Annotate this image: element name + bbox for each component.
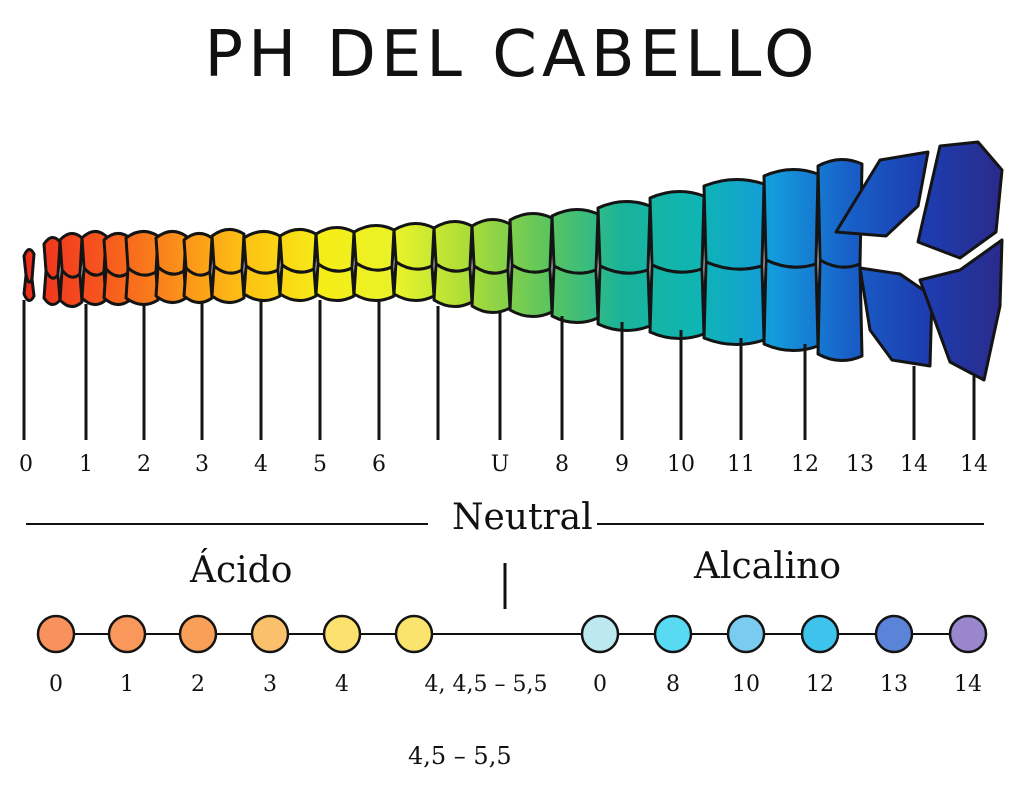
hair-scale — [210, 264, 246, 304]
scale-stems — [22, 300, 976, 440]
ph-scale-label: 13 — [846, 452, 874, 477]
hair-scale — [816, 258, 864, 362]
hair-tip-scale — [916, 140, 1004, 260]
ph-scale-label: 8 — [555, 452, 569, 477]
ph-dot-label: 10 — [732, 672, 760, 697]
hair-scale — [596, 200, 652, 275]
hair-scale — [58, 268, 84, 308]
hair-scale — [314, 262, 356, 302]
ph-scale-label: 1 — [79, 452, 93, 477]
hair-tip-scale — [834, 150, 930, 238]
ph-scale-label: 9 — [615, 452, 629, 477]
ideal-range-label: 4,5 – 5,5 — [408, 742, 512, 770]
hair-tip-scale — [858, 266, 934, 368]
hair-scale — [508, 212, 554, 274]
ph-scale-label: 5 — [313, 452, 327, 477]
ph-scale-label: 2 — [137, 452, 151, 477]
ph-dot — [948, 614, 988, 654]
hair-scale — [702, 260, 766, 346]
hair-scale — [470, 218, 512, 275]
ph-dot-label: 4, 4,5 – 5,5 — [424, 672, 548, 697]
hair-scale — [352, 224, 396, 272]
ph-dot — [726, 614, 766, 654]
hair-scale — [80, 266, 108, 306]
ph-dot-label: 3 — [263, 672, 277, 697]
ph-scale-label: 3 — [195, 452, 209, 477]
ph-scale-label: 0 — [19, 452, 33, 477]
hair-scale — [550, 208, 600, 275]
ph-dot-label: 14 — [954, 672, 982, 697]
hair-tip-scale — [918, 238, 1004, 382]
ph-dot — [394, 614, 434, 654]
ph-dot — [653, 614, 693, 654]
ph-dot-label: 4 — [335, 672, 349, 697]
hair-scale — [508, 263, 554, 318]
ph-scale-label: 11 — [727, 452, 755, 477]
hair-scale — [648, 263, 706, 340]
hair-scale — [550, 264, 600, 324]
ph-dot — [178, 614, 218, 654]
hair-scale — [702, 178, 766, 271]
hair-scale — [352, 261, 396, 302]
ph-dot — [322, 614, 362, 654]
ph-dot — [36, 614, 76, 654]
ph-scale-label: 10 — [667, 452, 695, 477]
neutral-label: Neutral — [448, 497, 597, 538]
ph-dot-label: 13 — [880, 672, 908, 697]
ph-dot-label: 8 — [666, 672, 680, 697]
ph-scale-label: 12 — [791, 452, 819, 477]
ph-dot-label: 1 — [120, 672, 134, 697]
ph-scale-label: 14 — [900, 452, 928, 477]
hair-scale — [762, 258, 820, 352]
hair-scale — [762, 168, 820, 269]
ph-scale-label: 4 — [254, 452, 268, 477]
hair-scale — [124, 266, 160, 306]
ph-dot-scale — [36, 614, 988, 654]
hair-scale — [392, 222, 436, 271]
hair-scale — [392, 260, 436, 302]
ph-dot-label: 2 — [191, 672, 205, 697]
page-title: PH DEL CABELLO — [204, 18, 820, 92]
hair-scale — [182, 266, 214, 304]
ph-dot — [250, 614, 290, 654]
acid-label: Ácido — [186, 550, 297, 591]
ph-dot-label: 0 — [593, 672, 607, 697]
hair-scale — [470, 264, 512, 314]
ph-dot-label: 12 — [806, 672, 834, 697]
ph-scale-label: 6 — [372, 452, 386, 477]
ph-dot-label: 0 — [49, 672, 63, 697]
hair-scale — [648, 190, 706, 274]
hair-scale — [278, 263, 318, 302]
ph-dot — [107, 614, 147, 654]
ph-scale-label: 14 — [960, 452, 988, 477]
ph-dot — [800, 614, 840, 654]
ph-dot — [580, 614, 620, 654]
hair-scale — [432, 262, 474, 308]
ph-scale-label: U — [490, 452, 510, 477]
alkaline-label: Alcalino — [690, 546, 846, 587]
hair-scale — [432, 220, 474, 273]
hair-scale — [22, 273, 36, 302]
hair-scale — [596, 264, 652, 332]
hair-strand-scales — [22, 140, 1004, 382]
hair-scale — [242, 264, 282, 302]
ph-dot — [874, 614, 914, 654]
